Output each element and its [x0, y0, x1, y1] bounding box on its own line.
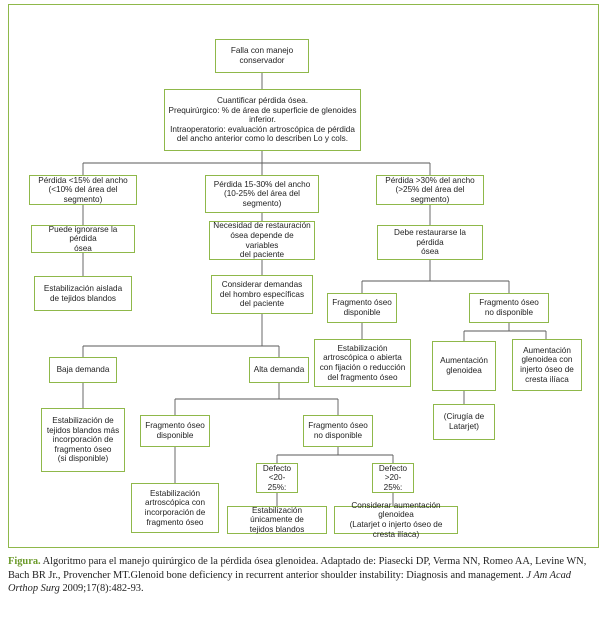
- node-cirugia-latarjet: (Cirugía de Latarjet): [433, 404, 495, 440]
- caption-citation: 2009;17(8):482-93.: [59, 583, 144, 595]
- node-aumentacion-glenoidea: Aumentación glenoidea: [432, 341, 496, 391]
- node-baja-demanda: Baja demanda: [49, 357, 117, 383]
- connector-lines: [82, 73, 547, 506]
- node-frag-disp-mid: Fragmento óseo disponible: [140, 415, 210, 447]
- diagram-frame: Falla con manejo conservador Cuantificar…: [8, 4, 599, 548]
- node-estab-aislada: Estabilización aislada de tejidos blando…: [34, 276, 132, 311]
- node-perdida-menor: Pérdida <15% del ancho (<10% del área de…: [29, 175, 137, 205]
- node-cuantificar: Cuantificar pérdida ósea. Prequirúrgico:…: [164, 89, 361, 151]
- caption-label: Figura.: [8, 556, 41, 567]
- node-estab-unicamente: Estabilización únicamente de tejidos bla…: [227, 506, 327, 534]
- node-debe-restaurarse: Debe restaurarse la pérdida ósea: [377, 225, 483, 260]
- node-defecto-menor: Defecto <20-25%:: [256, 463, 298, 493]
- node-frag-disp-right: Fragmento óseo disponible: [327, 293, 397, 323]
- caption-text: Algoritmo para el manejo quirúrgico de l…: [8, 556, 587, 581]
- node-perdida-mayor: Pérdida >30% del ancho (>25% del área de…: [376, 175, 484, 205]
- node-considerar-aumentacion: Considerar aumentación glenoidea (Latarj…: [334, 501, 458, 539]
- node-alta-demanda: Alta demanda: [249, 357, 309, 383]
- node-necesidad: Necesidad de restauración ósea depende d…: [209, 221, 315, 260]
- node-perdida-media: Pérdida 15-30% del ancho (10-25% del áre…: [205, 175, 319, 213]
- node-defecto-mayor: Defecto >20-25%:: [372, 463, 414, 493]
- caption-journal: J Am Acad Orthop Surg: [8, 569, 571, 595]
- node-estab-artro-incorp: Estabilización artroscópica con incorpor…: [131, 483, 219, 533]
- node-puede-ignorarse: Puede ignorarse la pérdida ósea: [31, 225, 135, 253]
- node-estab-artro-fijacion: Estabilización artroscópica o abierta co…: [314, 339, 411, 387]
- node-considerar-demandas: Considerar demandas del hombro específic…: [211, 275, 313, 314]
- node-frag-nodisp-right: Fragmento óseo no disponible: [469, 293, 549, 323]
- figure-caption: Figura. Algoritmo para el manejo quirúrg…: [8, 555, 600, 596]
- node-aumentacion-injerto: Aumentación glenoidea con injerto óseo d…: [512, 339, 582, 391]
- node-falla: Falla con manejo conservador: [215, 39, 309, 73]
- node-frag-nodisp-mid: Fragmento óseo no disponible: [303, 415, 373, 447]
- node-estab-tejidos-frag: Estabilización de tejidos blandos más in…: [41, 408, 125, 472]
